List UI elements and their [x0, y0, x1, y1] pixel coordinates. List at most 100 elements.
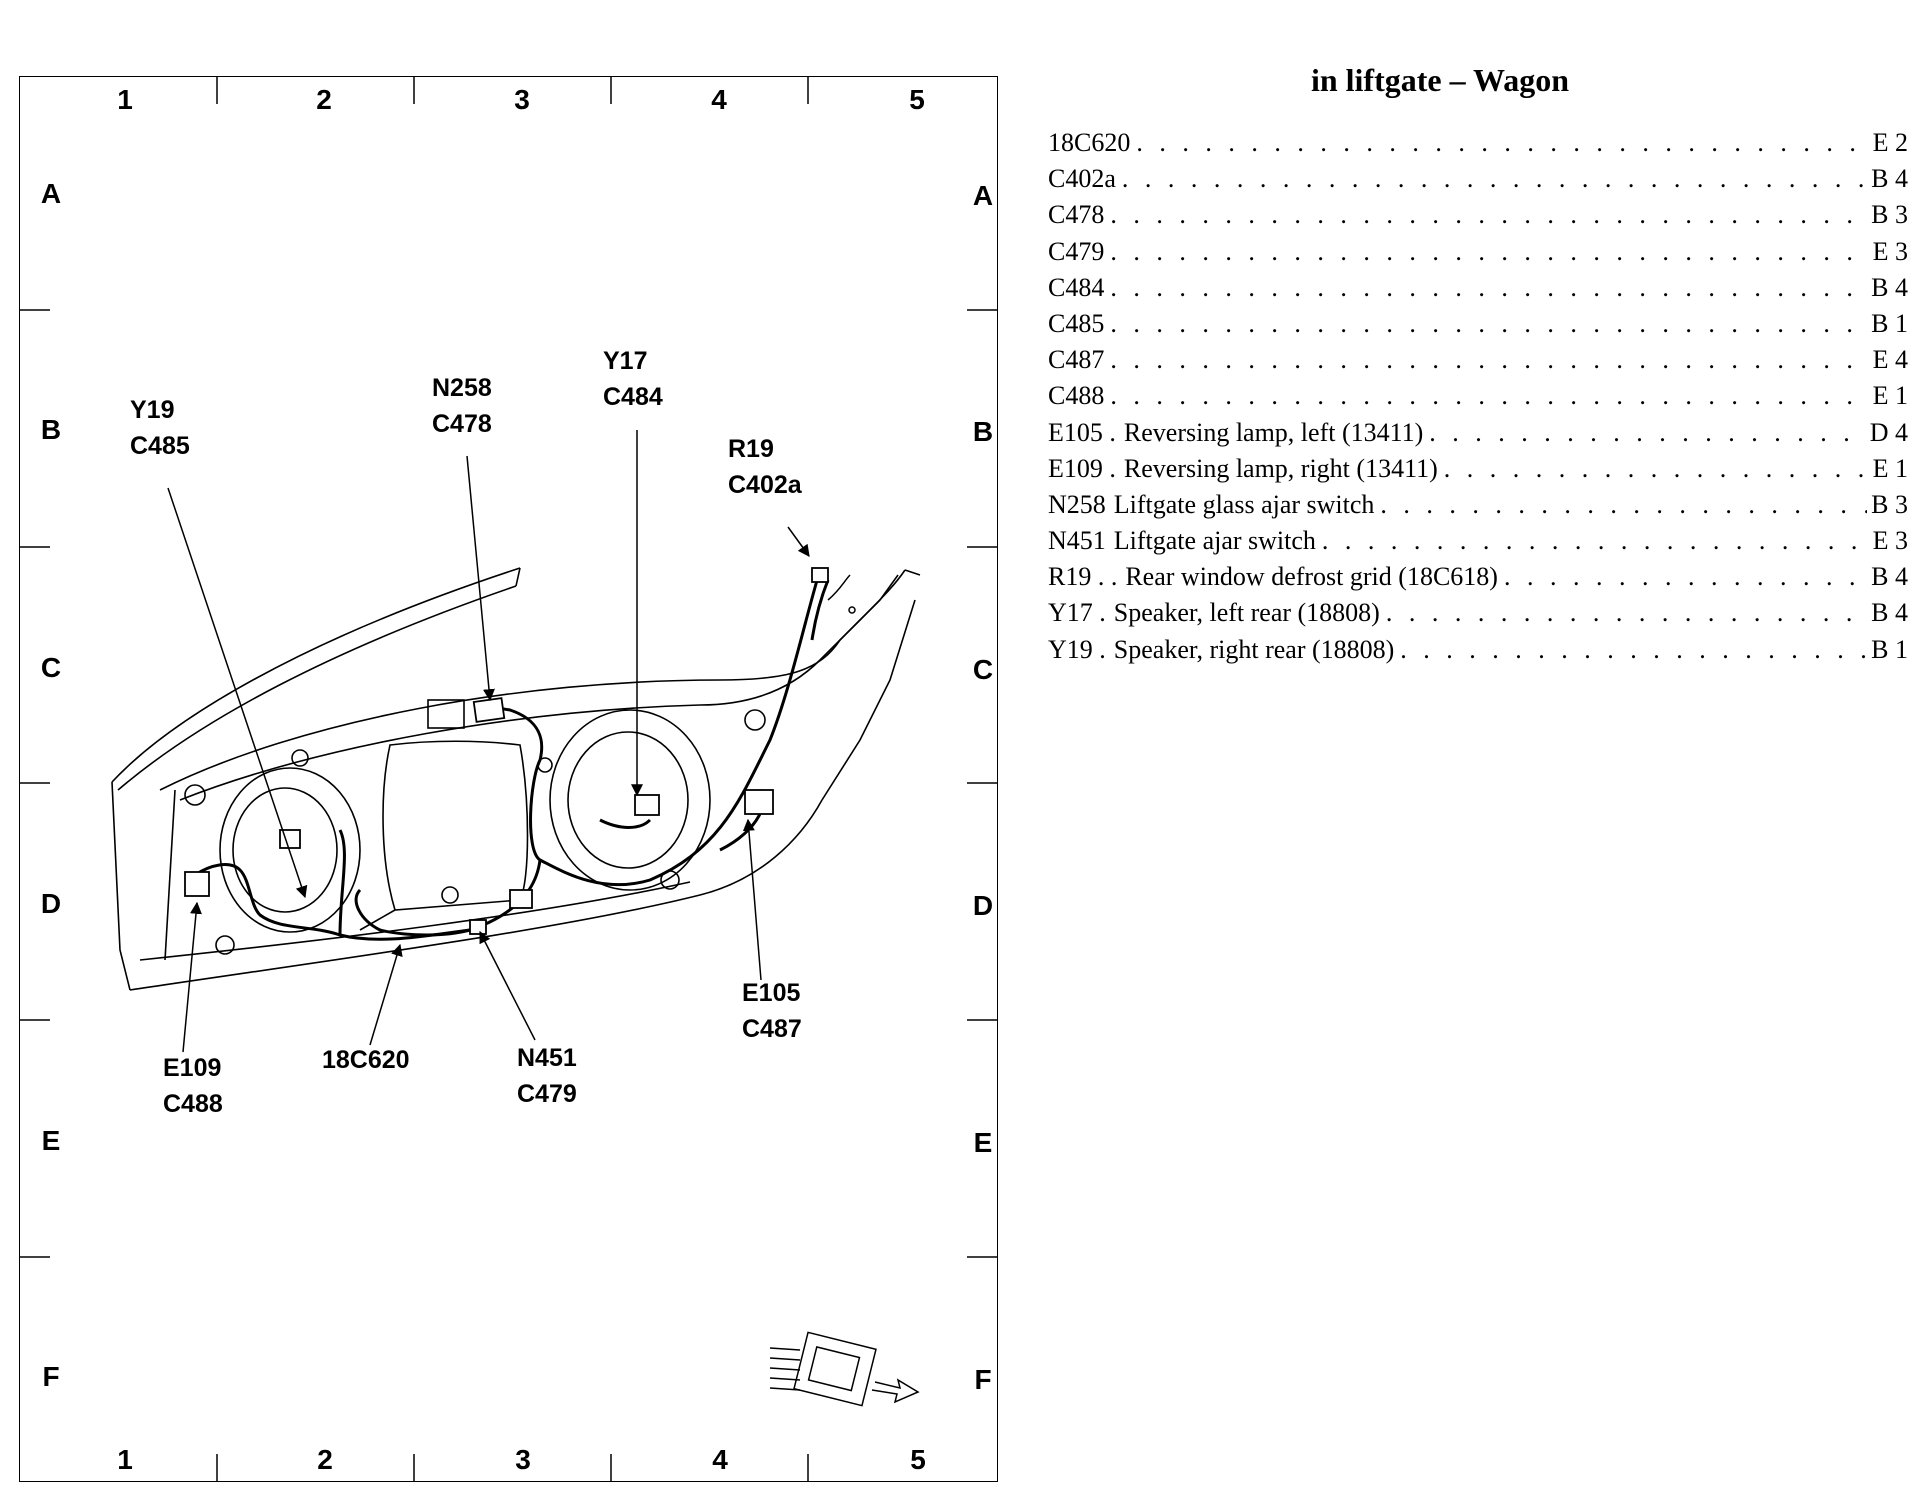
index-grid-location: E 1	[1872, 453, 1908, 483]
leader-y19	[167, 487, 308, 899]
callout-line: E105	[742, 979, 801, 1007]
component-index: 18C620E 2C402aB 4C478B 3C479E 3C484B 4C4…	[1048, 128, 1908, 671]
callout-line: N258	[432, 374, 492, 402]
dot-leader	[1104, 237, 1868, 267]
vehicle-orientation-icon	[769, 1331, 920, 1407]
index-code: E109 .	[1048, 453, 1116, 483]
index-description: Rear window defrost grid (18C618)	[1125, 562, 1498, 592]
dot-leader	[1116, 164, 1867, 194]
callout-line: Y17	[603, 347, 648, 375]
callout-e105: E105 C487	[742, 975, 802, 1047]
leader-n258	[466, 455, 495, 702]
index-code: C485	[1048, 308, 1105, 338]
defrost-lead	[827, 574, 856, 614]
dot-leader	[1316, 526, 1869, 556]
dot-leader	[1104, 200, 1867, 230]
callout-y19: Y19 C485	[130, 392, 190, 464]
index-description: Liftgate ajar switch	[1113, 526, 1316, 556]
leader-lines	[167, 430, 810, 1053]
dot-leader	[1380, 598, 1867, 628]
callout-r19: R19 C402a	[728, 431, 802, 503]
callout-y17: Y17 C484	[603, 343, 663, 415]
index-grid-location: E 2	[1872, 128, 1908, 157]
dot-leader	[1498, 562, 1867, 592]
index-grid-location: B 3	[1871, 489, 1908, 519]
dot-leader	[1104, 273, 1867, 303]
callout-n258: N258 C478	[432, 370, 492, 442]
index-grid-location: D 4	[1869, 417, 1908, 447]
grid-column-label: 1	[117, 1444, 133, 1475]
index-row: C402aB 4	[1048, 164, 1908, 200]
grid-row-label: E	[973, 1127, 993, 1158]
index-description: Liftgate glass ajar switch	[1113, 489, 1375, 519]
index-grid-location: B 1	[1871, 308, 1908, 338]
callout-line: C479	[517, 1080, 577, 1108]
grid-column-label: 2	[316, 84, 332, 115]
grid-row-label: D	[40, 888, 62, 919]
diagram-frame	[19, 76, 998, 1482]
callout-line: Y19	[130, 396, 175, 424]
leader-r19	[787, 526, 810, 557]
index-row: Y17 .Speaker, left rear (18808)B 4	[1048, 598, 1908, 634]
callout-line: C478	[432, 410, 492, 438]
callout-line: C485	[130, 432, 190, 460]
grid-row-label: B	[40, 414, 62, 445]
index-description: Speaker, left rear (18808)	[1113, 598, 1380, 628]
index-description: Reversing lamp, right (13411)	[1123, 453, 1438, 483]
index-code: C488	[1048, 381, 1105, 411]
grid-column-label: 5	[909, 84, 925, 115]
callout-e109: E109 C488	[163, 1050, 223, 1122]
leader-18c620	[369, 943, 403, 1046]
index-code: C487	[1048, 345, 1105, 375]
callout-line: C487	[742, 1015, 802, 1043]
leader-e105	[742, 818, 762, 981]
index-code: Y19 .	[1048, 634, 1106, 664]
index-row: C484B 4	[1048, 273, 1908, 309]
index-row: C487E 4	[1048, 345, 1908, 381]
index-grid-location: B 4	[1871, 598, 1908, 628]
harness-connectors	[184, 567, 829, 935]
index-grid-location: E 1	[1872, 381, 1908, 411]
callout-line: N451	[517, 1044, 577, 1072]
callout-line: 18C620	[322, 1046, 410, 1074]
index-code: C478	[1048, 200, 1105, 230]
index-grid-location: B 4	[1871, 272, 1908, 302]
grid-column-label: 4	[712, 1444, 728, 1475]
grid-row-label: F	[974, 1364, 992, 1395]
grid-column-label: 5	[910, 1444, 926, 1475]
index-row: E109 .Reversing lamp, right (13411) E 1	[1048, 454, 1908, 490]
grid-row-label: C	[972, 654, 994, 685]
index-row: R19 . .Rear window defrost grid (18C618)…	[1048, 562, 1908, 598]
grid-column-label: 1	[117, 84, 133, 115]
dot-leader	[1104, 309, 1867, 339]
grid-column-label: 3	[514, 84, 530, 115]
index-description: Speaker, right rear (18808)	[1113, 634, 1395, 664]
index-code: E105 .	[1048, 417, 1116, 447]
leader-n451	[479, 930, 536, 1041]
index-row: C485 B 1	[1048, 309, 1908, 345]
index-row: C488 E 1	[1048, 381, 1908, 417]
index-row: E105 .Reversing lamp, left (13411)D 4	[1048, 418, 1908, 454]
callout-line: C488	[163, 1090, 223, 1118]
grid-row-label: B	[972, 416, 994, 447]
callout-line: E109	[163, 1054, 222, 1082]
grid-column-label: 3	[515, 1444, 531, 1475]
leader-e109	[182, 901, 202, 1053]
index-grid-location: B 4	[1871, 562, 1908, 592]
index-grid-location: B 4	[1871, 164, 1908, 194]
index-grid-location: E 3	[1872, 236, 1908, 266]
liftgate-panel	[111, 567, 921, 991]
dot-leader	[1423, 418, 1865, 448]
index-code: R19 . .	[1048, 562, 1118, 592]
dot-leader	[1104, 381, 1868, 411]
grid-row-label: E	[41, 1125, 61, 1156]
index-row: 18C620E 2	[1048, 128, 1908, 164]
grid-row-label: C	[40, 652, 62, 683]
index-grid-location: B 1	[1871, 634, 1908, 664]
index-title: in liftgate – Wagon	[1310, 62, 1570, 98]
callout-line: C402a	[728, 471, 802, 499]
